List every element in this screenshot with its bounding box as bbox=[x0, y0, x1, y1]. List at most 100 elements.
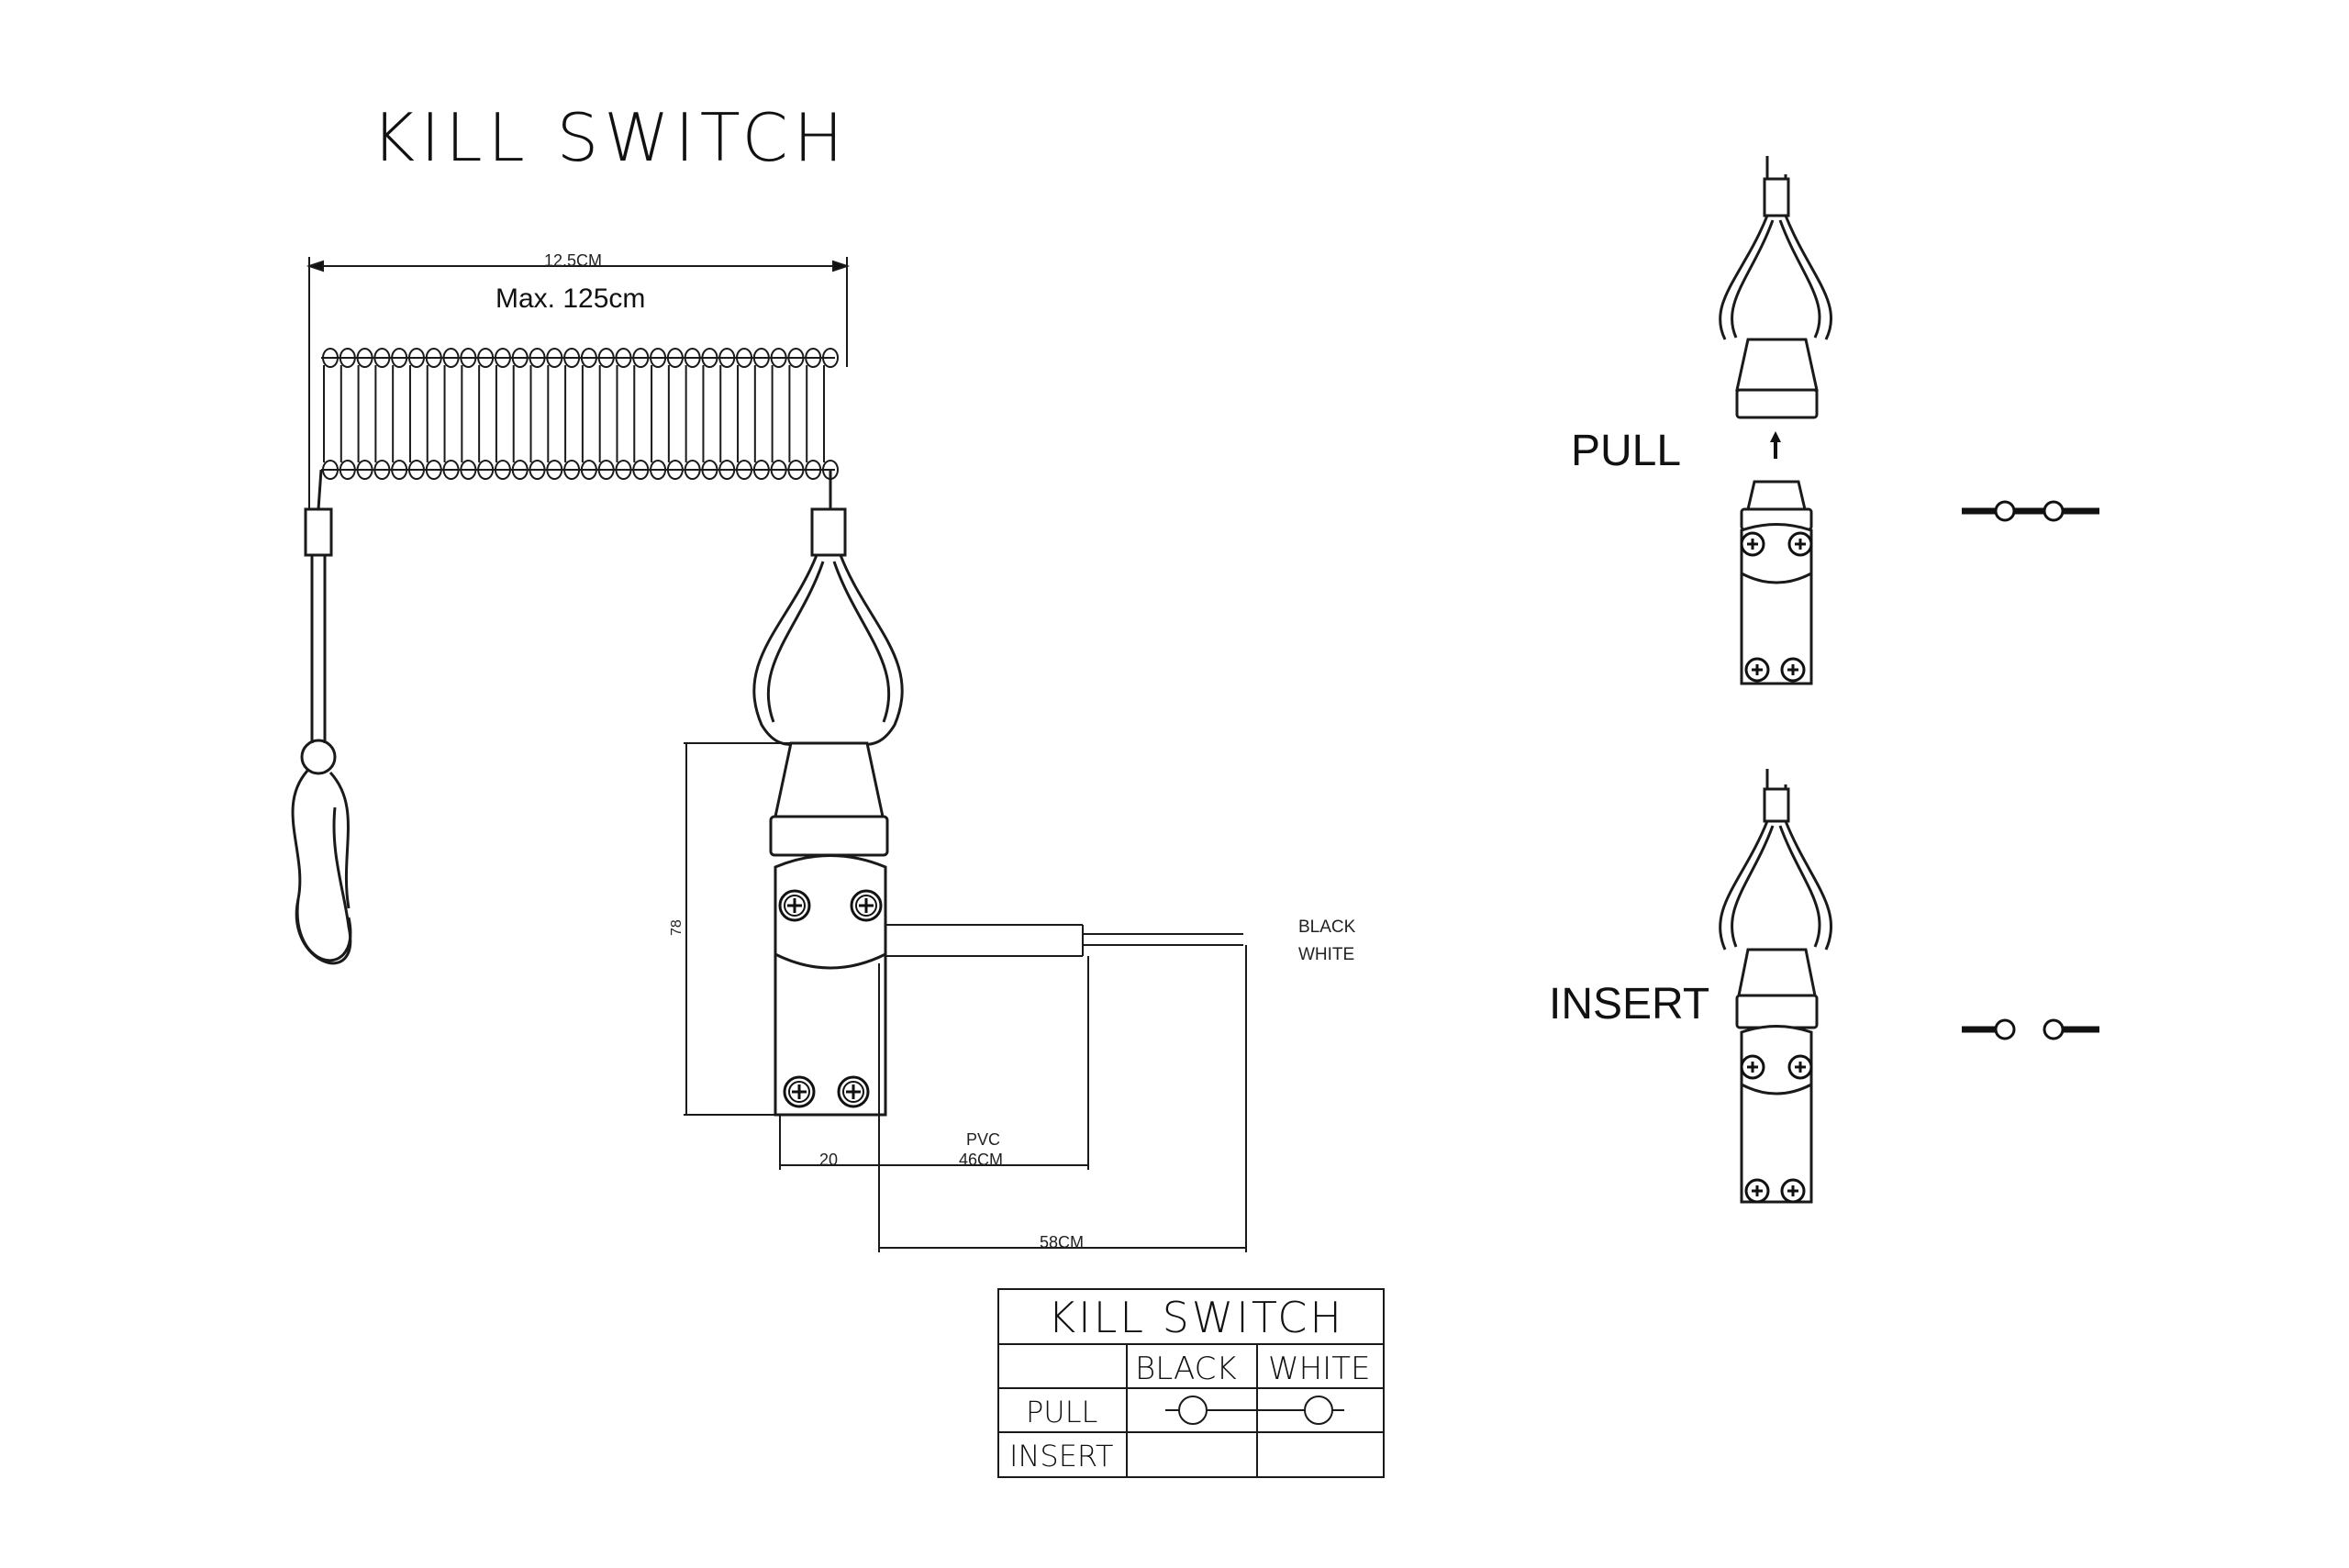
coil-loop-top bbox=[822, 348, 839, 368]
screw-icon bbox=[1740, 1054, 1765, 1080]
width-dimension-label: 20 bbox=[819, 1151, 838, 1169]
table-header-black: BLACK bbox=[1135, 1351, 1237, 1387]
lanyard-loop bbox=[752, 470, 904, 747]
pvc-length-label: 46CM bbox=[959, 1151, 1003, 1169]
switch-cap bbox=[769, 741, 889, 857]
coil-length-label: 12.5CM bbox=[544, 251, 602, 270]
coil-loop-bottom bbox=[805, 460, 822, 480]
coil-loop-top bbox=[425, 348, 442, 368]
insert-state-label: INSERT bbox=[1549, 980, 1709, 1029]
coil-loop-top bbox=[718, 348, 736, 368]
coil-loop-bottom bbox=[563, 460, 581, 480]
coil-loop-bottom bbox=[494, 460, 511, 480]
coil-loop-bottom bbox=[356, 460, 373, 480]
coil-loop-top bbox=[736, 348, 753, 368]
coil-loop-bottom bbox=[580, 460, 597, 480]
wire-black-label: BLACK bbox=[1298, 917, 1356, 937]
coil-loop-top bbox=[494, 348, 511, 368]
coil-loop-top bbox=[356, 348, 373, 368]
screw-icon bbox=[1780, 657, 1806, 683]
screw-icon bbox=[783, 1075, 816, 1108]
coil-loop-bottom bbox=[529, 460, 546, 480]
coil-loop-bottom bbox=[597, 460, 615, 480]
coil-loop-top bbox=[407, 348, 425, 368]
coil-loop-top bbox=[391, 348, 408, 368]
screw-icon bbox=[1787, 1054, 1813, 1080]
coil-loop-bottom bbox=[339, 460, 356, 480]
coil-loop-top bbox=[615, 348, 632, 368]
coil-loop-bottom bbox=[684, 460, 701, 480]
pull-state-label: PULL bbox=[1571, 427, 1681, 475]
coil-loop-bottom bbox=[736, 460, 753, 480]
insert-circuit-icon bbox=[1962, 1018, 2099, 1040]
coil-loop-bottom bbox=[442, 460, 460, 480]
coil-loop-bottom bbox=[787, 460, 805, 480]
table-row-pull: PULL bbox=[1026, 1395, 1097, 1429]
coil-loop-top bbox=[597, 348, 615, 368]
screw-icon bbox=[1744, 657, 1770, 683]
wire-white-label: WHITE bbox=[1298, 945, 1354, 964]
diagram-title: KILL SWITCH bbox=[372, 99, 849, 176]
screw-icon bbox=[778, 889, 811, 922]
coil-loop-top bbox=[546, 348, 563, 368]
coil-loop-bottom bbox=[666, 460, 684, 480]
coil-loop-bottom bbox=[546, 460, 563, 480]
screw-icon bbox=[1744, 1178, 1770, 1204]
coil-loop-bottom bbox=[391, 460, 408, 480]
screw-icon bbox=[1740, 531, 1765, 557]
coil-loop-top bbox=[442, 348, 460, 368]
coil-loop-bottom bbox=[650, 460, 667, 480]
switch-body bbox=[774, 854, 887, 1117]
coil-loop-top bbox=[666, 348, 684, 368]
pull-circuit-icon bbox=[1962, 500, 2099, 522]
coil-loop-bottom bbox=[407, 460, 425, 480]
height-dimension-label: 78 bbox=[669, 919, 685, 936]
coil-loop-top bbox=[770, 348, 787, 368]
coil-loop-bottom bbox=[425, 460, 442, 480]
insert-lanyard bbox=[1719, 769, 1832, 1029]
total-length-label: 58CM bbox=[1040, 1233, 1084, 1251]
coil-loop-top bbox=[477, 348, 495, 368]
coil-dimension bbox=[306, 257, 851, 514]
coil-loop-top bbox=[322, 348, 339, 368]
arrow-up-icon bbox=[1770, 431, 1781, 459]
coil-loop-bottom bbox=[615, 460, 632, 480]
coil-loop-top bbox=[580, 348, 597, 368]
coil-loop-bottom bbox=[701, 460, 718, 480]
coil-loop-top bbox=[511, 348, 529, 368]
coil-loop-top bbox=[529, 348, 546, 368]
pull-connection-icon bbox=[1165, 1396, 1344, 1425]
kill-switch-table bbox=[997, 1288, 1385, 1478]
switch-dimensions bbox=[684, 742, 1247, 1252]
screw-icon bbox=[1787, 531, 1813, 557]
coil-loop-bottom bbox=[322, 460, 339, 480]
output-wires bbox=[885, 924, 1243, 957]
coil-loop-bottom bbox=[477, 460, 495, 480]
pull-lanyard bbox=[1719, 156, 1832, 419]
coil-loop-top bbox=[460, 348, 477, 368]
coil-loop-top bbox=[632, 348, 650, 368]
pull-switch-body bbox=[1740, 480, 1813, 685]
coil-loop-bottom bbox=[373, 460, 391, 480]
screw-icon bbox=[837, 1075, 870, 1108]
coil-loop-bottom bbox=[770, 460, 787, 480]
coil-loop-bottom bbox=[752, 460, 770, 480]
coil-loop-top bbox=[684, 348, 701, 368]
coil-loop-top bbox=[787, 348, 805, 368]
coil-loop-bottom bbox=[511, 460, 529, 480]
coil-loop-bottom bbox=[460, 460, 477, 480]
leash-rod bbox=[304, 469, 333, 743]
coil-loop-top bbox=[563, 348, 581, 368]
screw-icon bbox=[850, 889, 883, 922]
coil-loop-bottom bbox=[632, 460, 650, 480]
coiled-cord bbox=[321, 348, 839, 480]
coil-loop-bottom bbox=[718, 460, 736, 480]
coil-loop-top bbox=[650, 348, 667, 368]
table-row-insert: INSERT bbox=[1009, 1439, 1113, 1473]
coil-loop-top bbox=[752, 348, 770, 368]
coil-loop-top bbox=[339, 348, 356, 368]
coil-loop-top bbox=[373, 348, 391, 368]
screw-icon bbox=[1780, 1178, 1806, 1204]
table-header-white: WHITE bbox=[1268, 1351, 1370, 1387]
